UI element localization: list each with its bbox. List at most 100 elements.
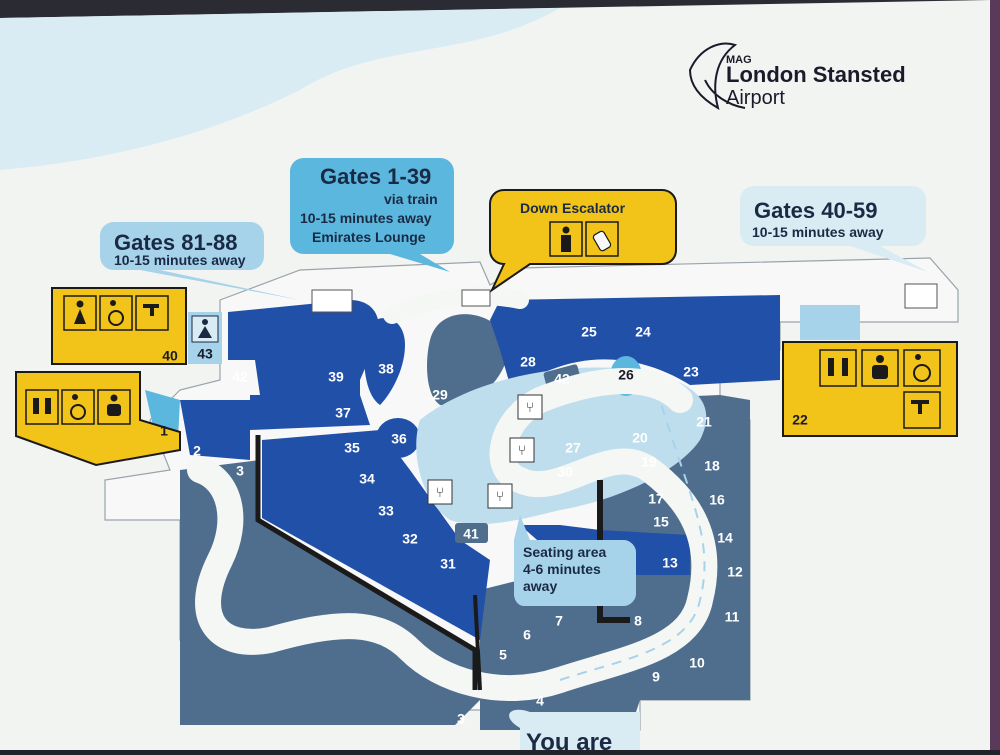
you-are-here-background xyxy=(509,709,640,750)
gate-label: 42 xyxy=(554,371,570,387)
callout-down-escalator: Down Escalator xyxy=(489,189,677,293)
logo-sub-text: Airport xyxy=(726,87,785,109)
gate-label: 3 xyxy=(457,711,465,727)
callout-line: 10-15 minutes away xyxy=(114,252,246,268)
gate-label: 16 xyxy=(709,492,725,508)
callout-line: Seating area xyxy=(523,544,606,560)
callout-title: Down Escalator xyxy=(520,200,626,216)
gate-label: 4 xyxy=(536,693,544,709)
callout-line: Emirates Lounge xyxy=(312,229,426,245)
frame-edge xyxy=(990,0,1000,750)
area-gates-39-42 xyxy=(228,300,379,395)
svg-text:⑂: ⑂ xyxy=(436,484,444,500)
area-gate-37 xyxy=(250,395,370,430)
gate-label: 11 xyxy=(725,609,740,625)
svg-text:⑂: ⑂ xyxy=(526,399,534,415)
gate-labels: 1 2 3 3 4 5 6 7 8 9 10 11 12 13 14 15 16… xyxy=(160,324,743,727)
wall-line-west xyxy=(255,435,478,690)
walkway-dash xyxy=(559,399,706,681)
gate-label: 14 xyxy=(717,530,733,546)
gate-label: 33 xyxy=(378,503,394,519)
svg-text:⑂: ⑂ xyxy=(496,488,504,504)
gate-label: 30 xyxy=(557,464,573,480)
decorative-swoosh xyxy=(0,8,560,170)
gate-label: 10 xyxy=(689,655,705,671)
callout-line: 10-15 minutes away xyxy=(300,210,432,226)
gate-label: 15 xyxy=(653,514,669,530)
gate-label: 19 xyxy=(641,454,657,470)
gate-label: 39 xyxy=(328,369,344,385)
gate-label: 8 xyxy=(634,613,642,629)
toilets-icon xyxy=(25,389,59,425)
facility-number: 40 xyxy=(162,348,178,364)
wall-line-south xyxy=(473,594,482,691)
area-gate-29 xyxy=(427,314,510,406)
gate-label: 18 xyxy=(704,458,720,474)
gate-label: 29 xyxy=(432,387,448,403)
svg-text:⑂: ⑂ xyxy=(518,442,526,458)
callout-line: away xyxy=(523,578,557,594)
airport-logo: MAG London Stansted Airport xyxy=(688,42,906,111)
gate-label: 34 xyxy=(359,471,375,487)
gate-label: 38 xyxy=(378,361,394,377)
gate-label: 5 xyxy=(499,647,507,663)
gate-label: 24 xyxy=(635,324,651,340)
callout-seating-area: Seating area 4-6 minutes away xyxy=(514,515,636,606)
connector-east xyxy=(800,305,860,340)
gate-label: 41 xyxy=(463,526,479,542)
gate-label: 1 xyxy=(160,423,168,439)
area-gate-41 xyxy=(455,523,488,543)
gate-label: 9 xyxy=(652,669,660,685)
area-gate-2 xyxy=(180,400,250,460)
facility-box-prayer: 43 xyxy=(188,312,222,364)
gate-label: 36 xyxy=(391,431,407,447)
gate-label: 32 xyxy=(402,531,418,547)
facility-box-gate-40: 40 xyxy=(51,287,187,365)
seat-icon xyxy=(517,394,543,420)
callout-line: 4-6 minutes xyxy=(523,561,601,577)
facility-number: 43 xyxy=(197,346,213,362)
callout-title: Gates 81-88 xyxy=(114,230,238,255)
gate-label: 12 xyxy=(727,564,743,580)
area-gate-36 xyxy=(376,418,420,458)
callout-gates-40-59: Gates 40-59 10-15 minutes away xyxy=(740,186,928,272)
gate-label: 27 xyxy=(565,440,581,456)
gate-label: 35 xyxy=(344,440,360,456)
gate-label: 42 xyxy=(232,369,248,385)
callout-title: Gates 1-39 xyxy=(320,164,431,189)
seat-icons: ⑂ ⑂ ⑂ ⑂ xyxy=(427,394,543,509)
callout-line: via train xyxy=(384,191,438,207)
facility-box-left-lower xyxy=(15,371,181,467)
gate-label: 23 xyxy=(683,364,699,380)
logo-name-text: London Stansted xyxy=(726,62,906,87)
seat-icon xyxy=(509,437,535,463)
callout-shape xyxy=(290,158,454,272)
callout-title: Gates 40-59 xyxy=(754,198,878,223)
callout-shape xyxy=(740,186,928,272)
callout-gates-1-39: Gates 1-39 via train 10-15 minutes away … xyxy=(290,158,454,272)
gate-label: 25 xyxy=(581,324,597,340)
callout-shape xyxy=(514,515,636,606)
gate-label: 6 xyxy=(523,627,531,643)
seat-icon xyxy=(487,483,513,509)
gate-label: 28 xyxy=(520,354,536,370)
seat-icon xyxy=(427,479,453,505)
gate-label: 20 xyxy=(632,430,648,446)
callout-shape xyxy=(489,189,677,293)
logo-mark-curve xyxy=(704,79,746,109)
gate-label: 7 xyxy=(555,613,563,629)
gate-label: 13 xyxy=(662,555,678,571)
toilets-icon xyxy=(819,349,857,387)
gate-label: 21 xyxy=(696,414,712,430)
facility-number: 22 xyxy=(792,412,808,428)
area-gate-38 xyxy=(364,317,405,405)
gate-label: 2 xyxy=(193,443,201,459)
you-are-here-sign: You are xyxy=(509,709,640,755)
wall-line-east xyxy=(597,480,630,623)
callout-shape xyxy=(100,222,300,300)
callout-line: 10-15 minutes away xyxy=(752,224,884,240)
walkway-route xyxy=(187,368,718,701)
stairs-markers xyxy=(311,283,938,313)
